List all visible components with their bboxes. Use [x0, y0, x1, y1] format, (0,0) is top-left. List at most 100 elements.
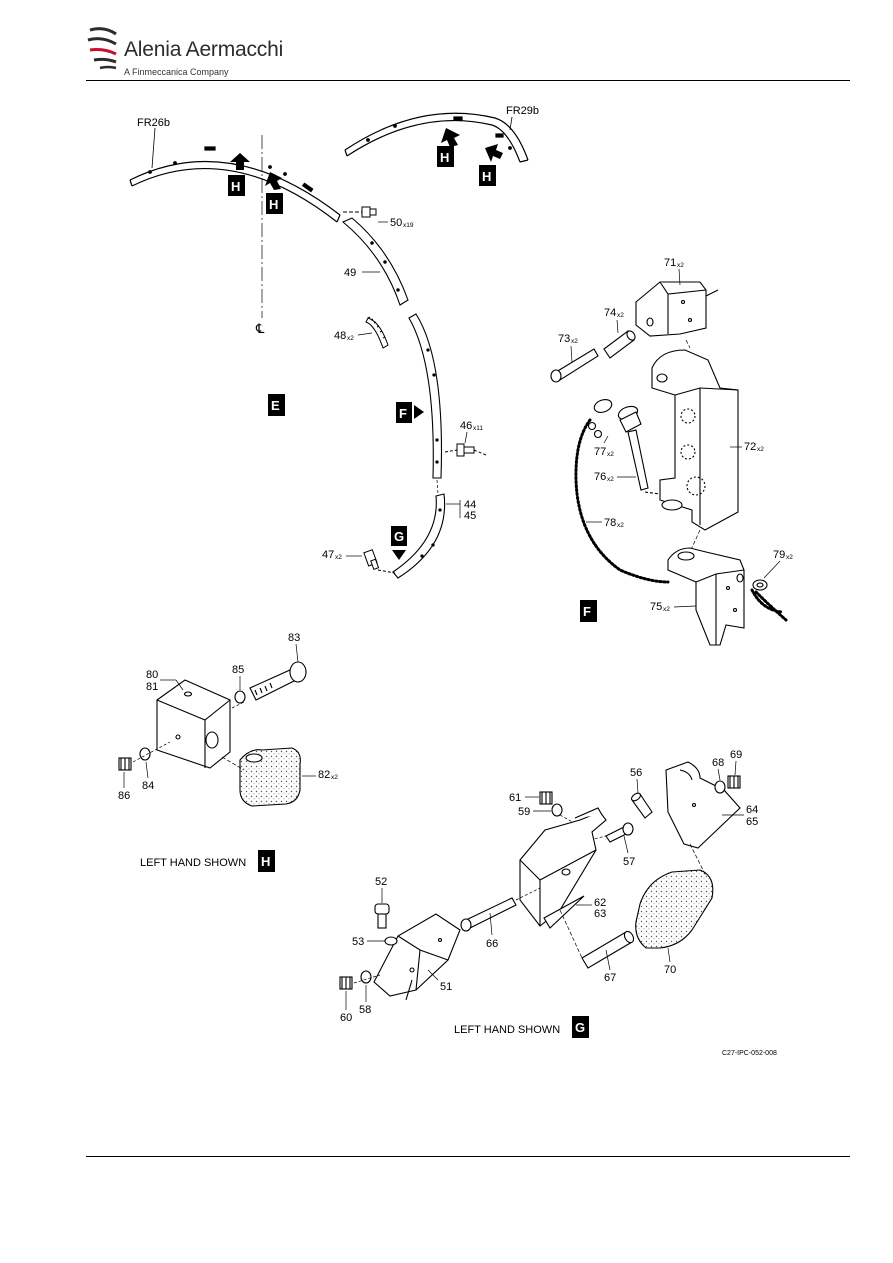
view-tag-h-1: H	[231, 179, 240, 194]
part-48-shim	[365, 316, 389, 349]
part-bracket-g-main	[519, 807, 607, 927]
callout-58: 58	[359, 1004, 371, 1016]
part-71-bracket	[635, 281, 719, 337]
brand-name: Alenia Aermacchi	[124, 38, 284, 61]
callout-74-qty: x2	[617, 312, 624, 319]
leader-line	[673, 605, 697, 608]
centerline	[685, 339, 691, 349]
part-44-45-rail-lower	[392, 493, 446, 579]
callout-66: 66	[486, 938, 498, 950]
callout-76: 76	[594, 471, 606, 483]
leader-line	[175, 679, 184, 691]
leader-line	[605, 949, 611, 971]
part-56-bushing	[631, 792, 653, 819]
leader-line	[763, 560, 781, 579]
part-66-bolt	[460, 897, 517, 932]
callout-71-qty: x2	[677, 262, 684, 269]
part-69-nut	[727, 775, 741, 789]
view-tag-h-box	[258, 850, 275, 872]
callout-82: 82	[318, 769, 330, 781]
leader-line	[678, 268, 681, 286]
leader-line	[603, 435, 609, 444]
leader-line	[427, 969, 439, 981]
part-77-ring	[587, 399, 642, 439]
view-tag-h-4: H	[482, 169, 491, 184]
callout-46-qty: x11	[473, 425, 483, 432]
callout-57: 57	[623, 856, 635, 868]
leader-line	[295, 643, 299, 663]
view-tag-g: G	[575, 1020, 585, 1035]
callout-71: 71	[664, 257, 676, 269]
leader-line	[509, 116, 513, 131]
callout-46: 46	[460, 420, 472, 432]
frame-label-left: FR26b	[137, 117, 170, 129]
centerline	[559, 909, 583, 959]
callout-53: 53	[352, 936, 364, 948]
frame-fr29b	[344, 112, 529, 163]
callout-63: 63	[594, 908, 606, 920]
centerline	[231, 701, 245, 709]
figure-reference: C27-IPC-052-008	[722, 1050, 777, 1057]
part-70-pad	[635, 869, 714, 949]
callout-51: 51	[440, 981, 452, 993]
part-60-nut	[339, 976, 353, 990]
part-80-81-block	[156, 679, 231, 769]
callout-79-qty: x2	[786, 554, 793, 561]
callout-68: 68	[712, 757, 724, 769]
part-rail-main	[408, 313, 443, 479]
callout-70: 70	[664, 964, 676, 976]
centerline	[353, 974, 381, 984]
leader-line	[734, 760, 737, 776]
part-78-chain	[574, 418, 670, 584]
leader-line	[145, 761, 149, 779]
left-hand-shown-h: LEFT HAND SHOWN	[140, 857, 246, 869]
leader-line	[717, 768, 721, 781]
callout-72-qty: x2	[757, 446, 764, 453]
callout-85: 85	[232, 664, 244, 676]
leader-line	[570, 345, 573, 363]
part-86-nut	[118, 757, 132, 771]
part-49-rail-segment	[341, 217, 409, 306]
part-68-washer	[714, 780, 726, 794]
callout-86: 86	[118, 790, 130, 802]
view-arrow-g	[391, 526, 407, 560]
leader-line	[616, 319, 619, 334]
leader-line	[464, 431, 468, 444]
part-79-clip	[752, 579, 768, 591]
part-61-nut	[539, 791, 553, 805]
callout-73: 73	[558, 333, 570, 345]
part-85-washer	[234, 690, 246, 704]
callout-60: 60	[340, 1012, 352, 1024]
view-arrow-h-1	[228, 153, 250, 196]
centerline	[221, 756, 245, 771]
part-64-65-plate	[665, 761, 741, 849]
callout-52: 52	[375, 876, 387, 888]
callout-64: 64	[746, 804, 758, 816]
part-76-pin	[627, 429, 661, 495]
part-75-bracket	[667, 547, 745, 646]
callout-84: 84	[142, 780, 154, 792]
part-72-bracket	[651, 349, 739, 531]
callout-74: 74	[604, 307, 616, 319]
view-tag-e: E	[271, 398, 280, 413]
view-tag-g-box	[572, 1016, 589, 1038]
view-arrow-h-3	[437, 128, 460, 167]
callout-44: 44	[464, 499, 476, 511]
callout-45: 45	[464, 510, 476, 522]
part-53-washer	[384, 936, 398, 946]
part-67-pin	[581, 930, 635, 969]
part-50-screw	[343, 206, 377, 218]
part-82-pad	[239, 747, 301, 807]
callout-73-qty: x2	[571, 338, 578, 345]
view-tag-h: H	[261, 854, 270, 869]
part-57-screw	[605, 822, 634, 843]
callout-59: 59	[518, 806, 530, 818]
leader-line	[489, 912, 493, 936]
part-58-washer	[360, 970, 372, 984]
view-arrow-f	[396, 402, 424, 423]
callout-78-qty: x2	[617, 522, 624, 529]
view-arrow-h-2	[265, 172, 283, 214]
view-tag-f-arrow: F	[399, 406, 407, 421]
callout-61: 61	[509, 792, 521, 804]
